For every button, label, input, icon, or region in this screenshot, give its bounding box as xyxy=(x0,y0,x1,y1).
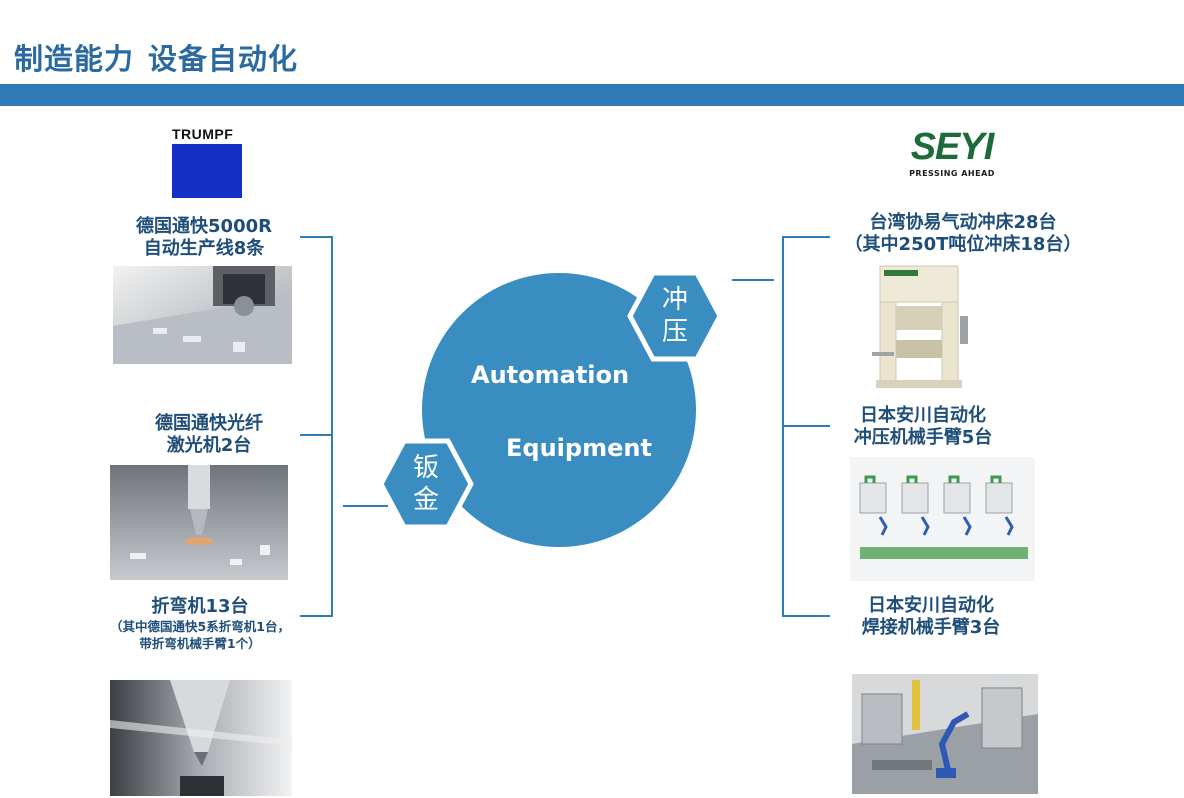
hex-right-char-1: 冲 xyxy=(661,285,688,315)
hexagon-sheet-metal: 钣 金 xyxy=(378,438,474,530)
right-item-2-line-1: 日本安川自动化 xyxy=(860,405,986,426)
left-bracket-vertical xyxy=(331,236,333,617)
left-item-2-line-1: 德国通快光纤 xyxy=(155,413,263,434)
press-robot-line-photo xyxy=(850,457,1035,581)
seyi-tagline: PRESSING AHEAD xyxy=(909,169,995,178)
right-item-3-line-2: 焊接机械手臂3台 xyxy=(861,617,1001,638)
left-bracket-tick-2 xyxy=(300,434,333,436)
left-item-1-line-2: 自动生产线8条 xyxy=(143,238,265,259)
title-main: 制造能力 xyxy=(14,42,135,76)
trumpf-blue-block xyxy=(172,144,242,198)
right-item-2-line-2: 冲压机械手臂5台 xyxy=(853,427,993,448)
fiber-laser-photo xyxy=(110,465,288,580)
turret-punch-photo xyxy=(113,266,292,364)
right-item-1-line-1: 台湾协易气动冲床28台 xyxy=(869,212,1057,233)
page-title: 制造能力设备自动化 xyxy=(14,36,298,78)
right-item-3-line-1: 日本安川自动化 xyxy=(868,595,994,616)
trumpf-wordmark: TRUMPF xyxy=(172,126,234,142)
hexagon-stamping: 冲 压 xyxy=(627,270,723,362)
left-item-1-line-1: 德国通快5000R xyxy=(136,216,272,237)
title-sub: 设备自动化 xyxy=(148,42,299,76)
left-item-1-label: 德国通快5000R 自动生产线8条 xyxy=(120,216,288,260)
hex-left-char-1: 钣 xyxy=(412,453,439,483)
seyi-wordmark: SEYI xyxy=(910,126,995,168)
right-connector xyxy=(732,279,774,281)
header-band xyxy=(0,84,1184,106)
left-item-3-note-1: （其中德国通快5系折弯机1台， xyxy=(110,619,290,634)
hex-left-char-2: 金 xyxy=(412,485,439,515)
right-item-1-line-2: （其中250T吨位冲床18台） xyxy=(844,234,1082,255)
trumpf-logo: TRUMPF xyxy=(172,126,246,198)
hexagon-shape xyxy=(627,270,723,362)
left-bracket-tick-1 xyxy=(300,236,333,238)
left-item-3-note-2: 带折弯机械手臂1个） xyxy=(139,636,261,651)
right-bracket-tick-2 xyxy=(782,425,830,427)
right-bracket-tick-1 xyxy=(782,236,830,238)
right-item-3-label: 日本安川自动化 焊接机械手臂3台 xyxy=(846,595,1016,639)
welding-robot-photo xyxy=(852,674,1038,794)
right-item-2-label: 日本安川自动化 冲压机械手臂5台 xyxy=(838,405,1008,449)
left-item-2-label: 德国通快光纤 激光机2台 xyxy=(125,413,293,457)
center-label-automation: Automation xyxy=(471,361,630,389)
left-bracket-tick-3 xyxy=(300,615,333,617)
hexagon-shape xyxy=(378,438,474,530)
left-item-3-line-1: 折弯机13台 xyxy=(151,596,249,617)
press-brake-photo xyxy=(110,680,292,796)
left-connector xyxy=(343,505,388,507)
right-bracket-tick-3 xyxy=(782,615,830,617)
left-item-2-line-2: 激光机2台 xyxy=(166,435,252,456)
seyi-logo: SEYI PRESSING AHEAD xyxy=(898,128,1006,178)
center-label-equipment: Equipment xyxy=(506,434,652,462)
hex-right-char-2: 压 xyxy=(661,317,688,347)
right-item-1-label: 台湾协易气动冲床28台 （其中250T吨位冲床18台） xyxy=(828,212,1098,256)
left-item-3-label: 折弯机13台 （其中德国通快5系折弯机1台， 带折弯机械手臂1个） xyxy=(80,596,320,652)
pneumatic-press-photo xyxy=(862,262,974,390)
